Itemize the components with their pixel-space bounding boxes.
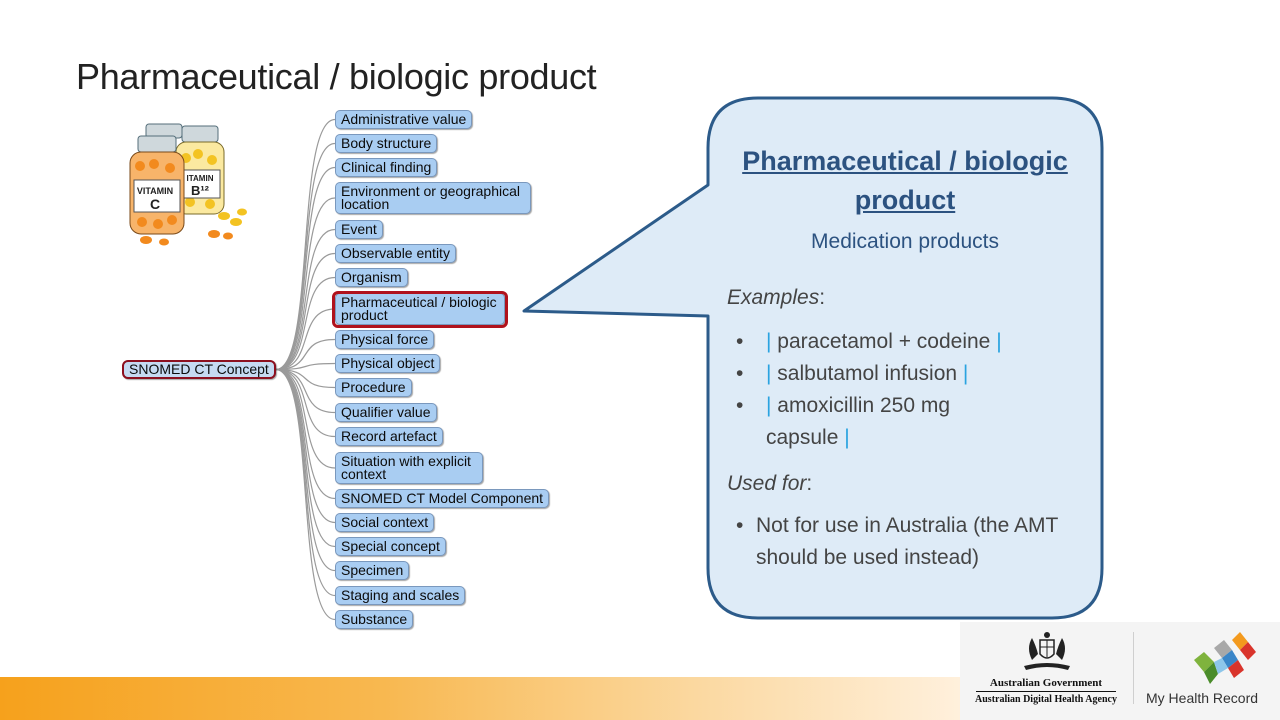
my-health-record-logo-icon <box>1188 630 1262 686</box>
logo-divider <box>1133 632 1134 704</box>
gov-name: Australian Government <box>976 677 1116 689</box>
agency-name: Australian Digital Health Agency <box>970 694 1122 705</box>
used-for-label: Used for: <box>727 472 812 496</box>
callout-title: Pharmaceutical / biologic product <box>708 142 1102 220</box>
examples-label: Examples: <box>727 286 825 310</box>
example-item: •| amoxicillin 250 mg capsule | <box>736 390 1006 454</box>
coat-of-arms-icon <box>1018 630 1076 674</box>
example-item: •| salbutamol infusion | <box>736 358 1006 390</box>
my-health-record-text: My Health Record <box>1146 690 1258 706</box>
gov-divider <box>976 691 1116 692</box>
example-item: •| paracetamol + codeine | <box>736 326 1006 358</box>
callout-content: Pharmaceutical / biologic product Medica… <box>708 98 1102 618</box>
examples-list: •| paracetamol + codeine | •| salbutamol… <box>736 326 1006 454</box>
callout-subtitle: Medication products <box>708 230 1102 254</box>
used-for-item: •Not for use in Australia (the AMT shoul… <box>736 510 1086 574</box>
